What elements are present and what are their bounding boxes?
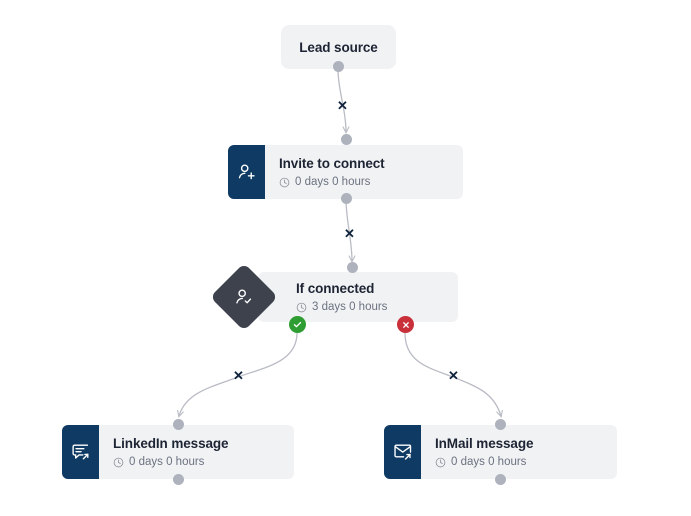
clock-icon	[296, 302, 307, 312]
node-inmail-message-body: InMail message 0 days 0 hours	[421, 425, 617, 479]
node-linkedin-message-delay-text: 0 days 0 hours	[129, 456, 205, 468]
node-if-connected-delay-text: 3 days 0 hours	[312, 301, 388, 313]
node-if-connected[interactable]: If connected 3 days 0 hours	[258, 272, 458, 322]
clock-icon	[113, 457, 124, 467]
node-lead-source-title: Lead source	[299, 39, 378, 55]
branch-badge-no[interactable]	[397, 316, 414, 333]
node-invite-to-connect-body: Invite to connect 0 days 0 hours	[265, 145, 463, 199]
node-if-connected-body: If connected 3 days 0 hours	[282, 272, 458, 322]
node-inmail-message-delay-text: 0 days 0 hours	[451, 456, 527, 468]
edge-delete-if-no-inmail[interactable]: ✕	[448, 368, 459, 383]
node-invite-to-connect-delay: 0 days 0 hours	[279, 175, 463, 189]
node-inmail-message[interactable]: InMail message 0 days 0 hours	[384, 425, 617, 479]
edge-delete-if-yes-linkedin[interactable]: ✕	[233, 368, 244, 383]
node-inmail-message-title: InMail message	[435, 436, 534, 451]
node-linkedin-message-body: LinkedIn message 0 days 0 hours	[99, 425, 294, 479]
edge-delete-invite-to-if[interactable]: ✕	[344, 226, 355, 241]
port-if-connected-in[interactable]	[347, 262, 358, 273]
port-linkedin-message-in[interactable]	[173, 419, 184, 430]
node-invite-to-connect-title: Invite to connect	[279, 156, 385, 171]
edge-delete-lead-to-invite[interactable]: ✕	[337, 98, 348, 113]
cross-icon	[402, 321, 409, 328]
node-if-connected-title: If connected	[296, 281, 375, 296]
person-add-icon	[228, 145, 265, 199]
port-invite-to-connect-in[interactable]	[341, 134, 352, 145]
node-if-connected-delay: 3 days 0 hours	[296, 300, 458, 314]
port-linkedin-message-out[interactable]	[173, 474, 184, 485]
port-inmail-message-out[interactable]	[495, 474, 506, 485]
node-inmail-message-delay: 0 days 0 hours	[435, 455, 617, 469]
clock-icon	[435, 457, 446, 467]
node-linkedin-message-title: LinkedIn message	[113, 436, 229, 451]
envelope-arrow-icon	[384, 425, 421, 479]
port-invite-to-connect-out[interactable]	[341, 193, 352, 204]
clock-icon	[279, 177, 290, 187]
person-check-icon	[233, 286, 255, 308]
node-linkedin-message[interactable]: LinkedIn message 0 days 0 hours	[62, 425, 294, 479]
node-if-connected-diamond[interactable]	[210, 263, 278, 331]
branch-badge-yes[interactable]	[289, 316, 306, 333]
check-icon	[293, 321, 302, 328]
node-invite-to-connect[interactable]: Invite to connect 0 days 0 hours	[228, 145, 463, 199]
node-invite-to-connect-delay-text: 0 days 0 hours	[295, 176, 371, 188]
port-inmail-message-in[interactable]	[495, 419, 506, 430]
node-linkedin-message-delay: 0 days 0 hours	[113, 455, 294, 469]
port-lead-source-out[interactable]	[333, 61, 344, 72]
chat-bubble-arrow-icon	[62, 425, 99, 479]
